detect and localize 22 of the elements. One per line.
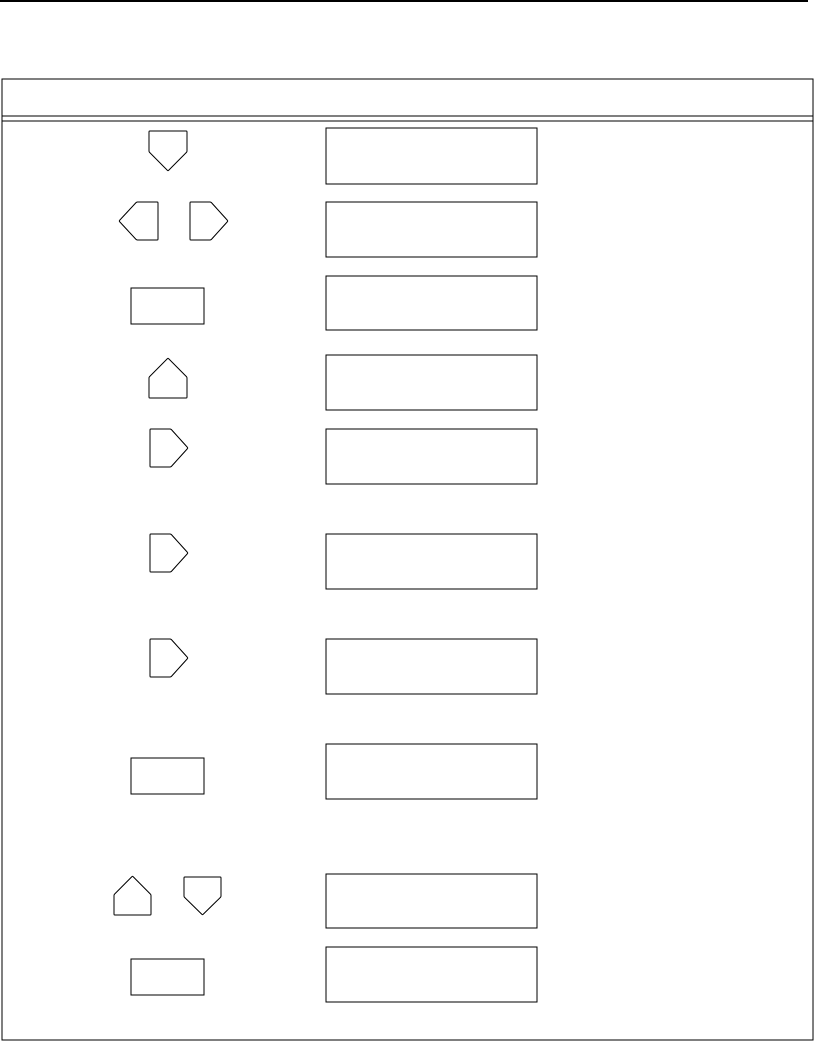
pentagon-symbol	[149, 533, 189, 573]
pentagon-symbol	[113, 875, 152, 916]
blank-box	[325, 743, 538, 800]
blank-box	[325, 201, 538, 258]
pentagon-symbol	[183, 876, 222, 916]
blank-box	[325, 946, 538, 1003]
blank-box	[325, 638, 538, 695]
pentagon-symbol	[148, 357, 188, 399]
pentagon-symbol	[118, 201, 159, 241]
blank-box	[325, 428, 538, 485]
blank-box	[325, 873, 538, 929]
pentagon-symbol	[149, 428, 189, 468]
pentagon-symbol	[189, 201, 229, 241]
rectangle-symbol	[130, 287, 205, 325]
blank-box	[325, 275, 538, 331]
rectangle-symbol	[130, 958, 205, 996]
rectangle-symbol	[130, 757, 205, 795]
blank-box	[325, 533, 538, 590]
pentagon-symbol	[149, 638, 189, 678]
pentagon-symbol	[148, 130, 188, 172]
blank-box	[325, 354, 538, 411]
blank-box	[325, 127, 538, 185]
